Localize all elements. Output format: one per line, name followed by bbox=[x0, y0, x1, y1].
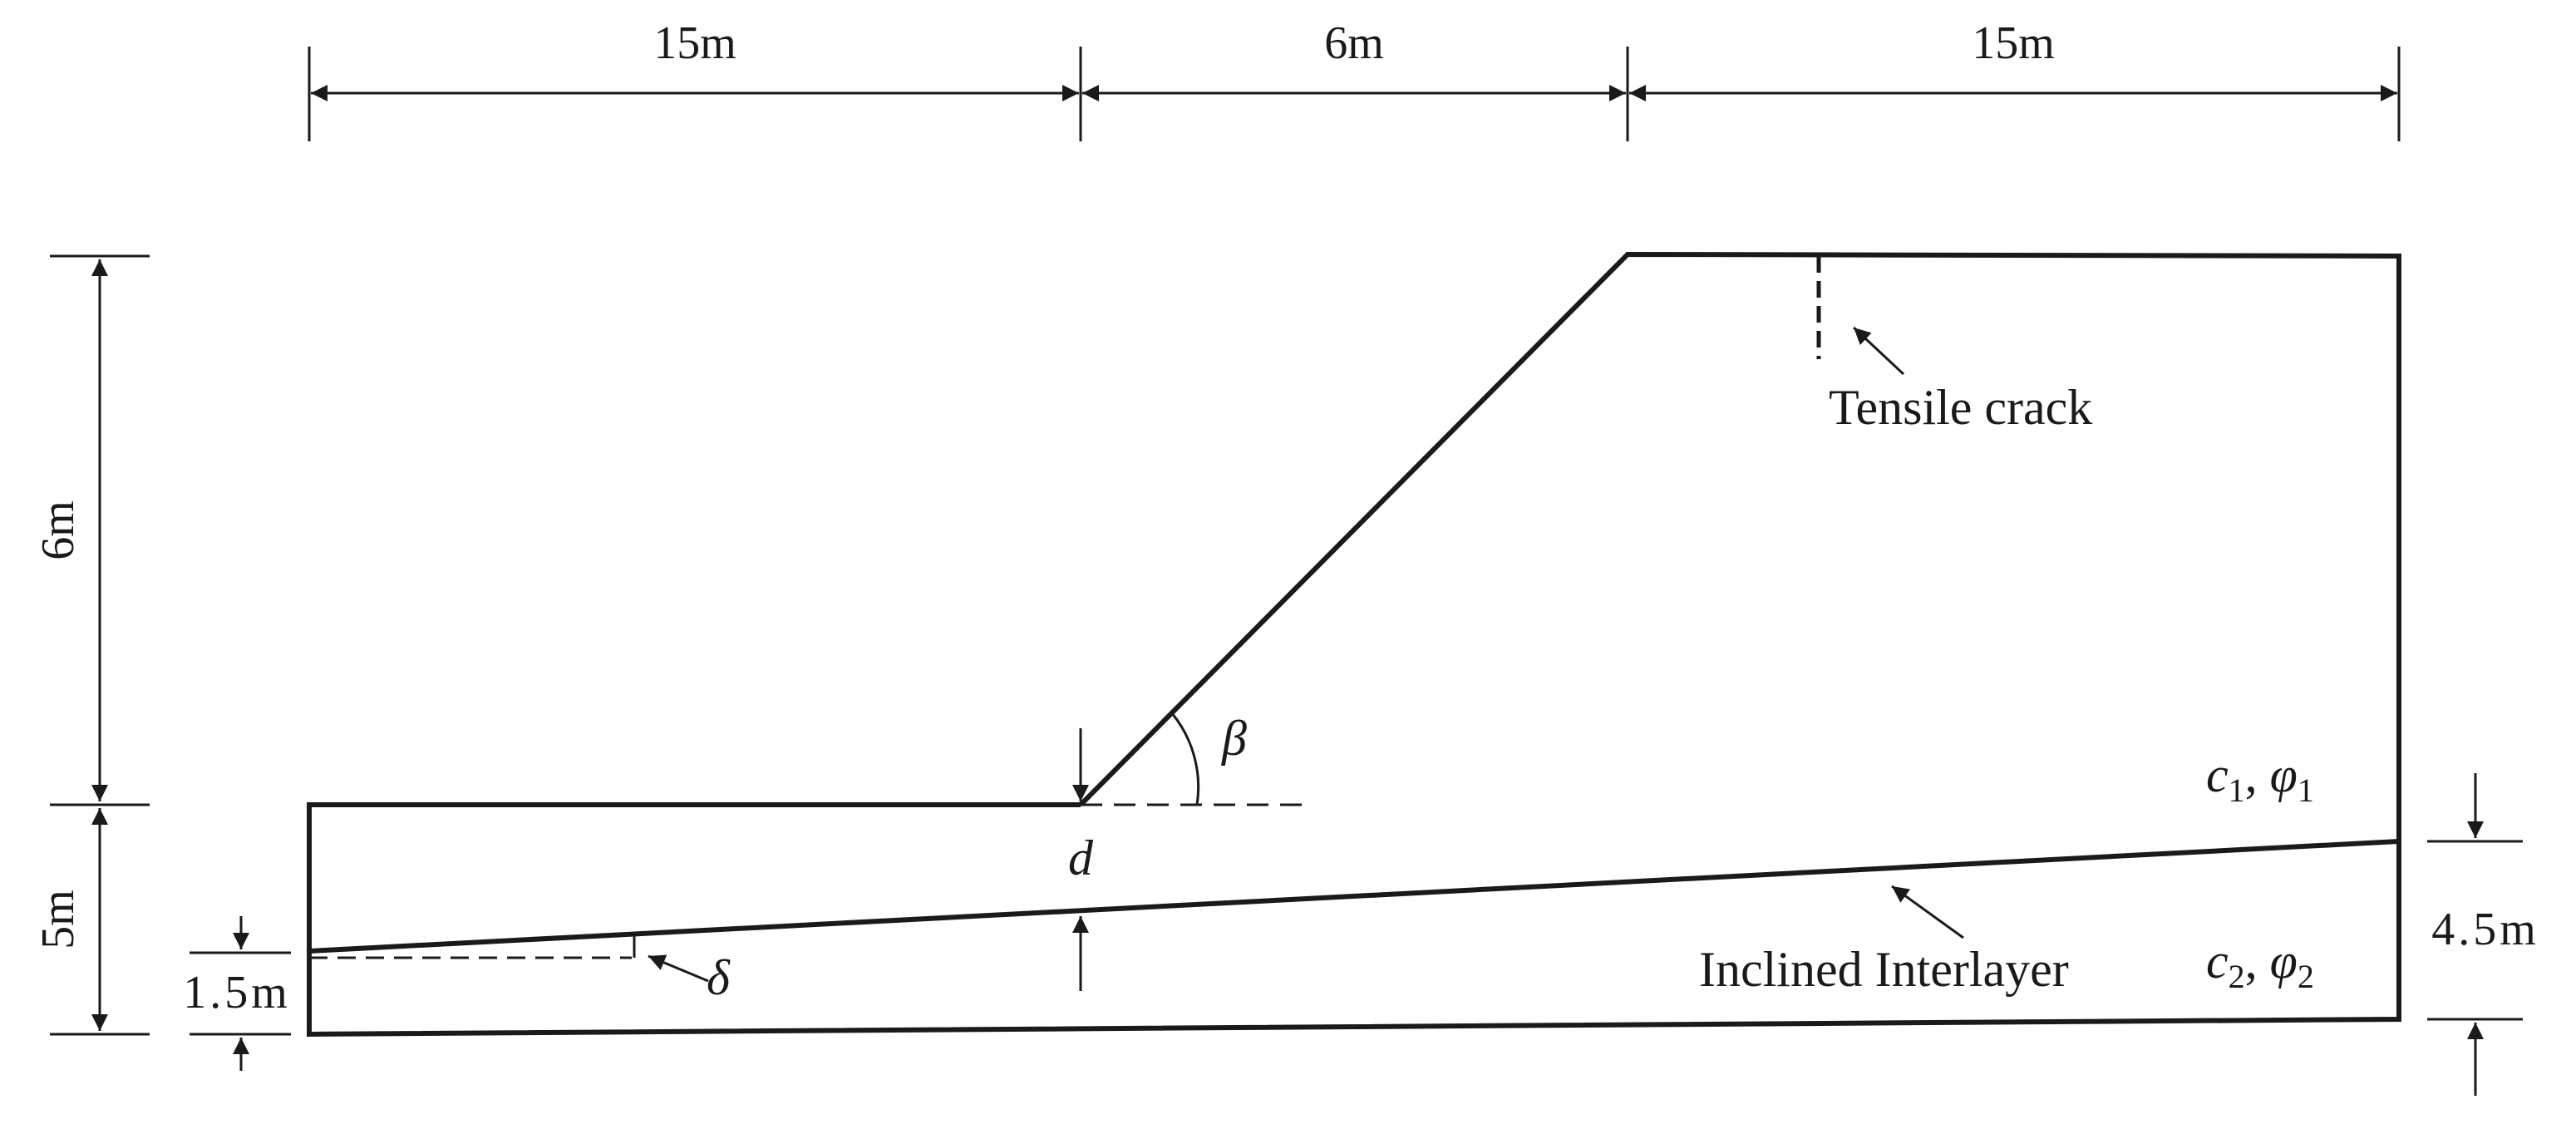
top-dimension-group: 15m 6m 15m bbox=[308, 17, 2401, 141]
lower-phi-sub: 2 bbox=[2298, 958, 2314, 995]
interlayer-label: Inclined Interlayer bbox=[1699, 942, 2069, 997]
dim-label-left-offset: 1.5m bbox=[183, 967, 291, 1018]
inclined-interlayer-line bbox=[308, 839, 2400, 954]
beta-symbol: β bbox=[1221, 711, 1247, 766]
upper-phi-sub: 1 bbox=[2298, 772, 2314, 809]
dim-label-right-offset: 4.5m bbox=[2431, 904, 2539, 955]
upper-material-params: c1, φ1 bbox=[2206, 747, 2314, 809]
dim-label-top-left: 15m bbox=[653, 17, 736, 69]
delta-pointer-arrow bbox=[648, 954, 709, 983]
dim-label-left-upper: 6m bbox=[32, 500, 84, 560]
slope-body bbox=[307, 251, 2401, 1038]
lower-material-params: c2, φ2 bbox=[2206, 934, 2314, 995]
tensile-crack-label: Tensile crack bbox=[1829, 380, 2092, 435]
right-dimension-group: 4.5m bbox=[2427, 773, 2539, 1096]
lower-c: c bbox=[2206, 934, 2229, 988]
tensile-crack-arrow bbox=[1852, 326, 1905, 376]
delta-angle-group: δ bbox=[309, 935, 731, 1005]
left-dimension-group: 6m 5m 1.5m bbox=[32, 254, 291, 1071]
lower-sep: , bbox=[2245, 934, 2270, 988]
delta-symbol: δ bbox=[707, 950, 731, 1005]
tensile-crack-group: Tensile crack bbox=[1816, 256, 2092, 435]
lower-c-sub: 2 bbox=[2229, 958, 2245, 995]
upper-sep: , bbox=[2245, 747, 2270, 802]
dim-label-top-right: 15m bbox=[1972, 17, 2055, 69]
slope-outline bbox=[307, 251, 2401, 1038]
lower-phi: φ bbox=[2270, 934, 2298, 988]
beta-angle-arc bbox=[1170, 712, 1200, 806]
upper-phi: φ bbox=[2270, 747, 2298, 802]
beta-angle-group: β bbox=[1081, 711, 1313, 806]
upper-c: c bbox=[2206, 747, 2229, 802]
depth-d-group: d bbox=[1068, 728, 1094, 991]
upper-c-sub: 1 bbox=[2229, 772, 2245, 809]
interlayer-annotation-group: Inclined Interlayer bbox=[1699, 885, 2069, 997]
dim-label-left-lower: 5m bbox=[32, 890, 84, 949]
depth-d-symbol: d bbox=[1068, 831, 1094, 885]
dim-label-top-middle: 6m bbox=[1324, 17, 1384, 69]
interlayer-arrow bbox=[1891, 885, 1964, 939]
